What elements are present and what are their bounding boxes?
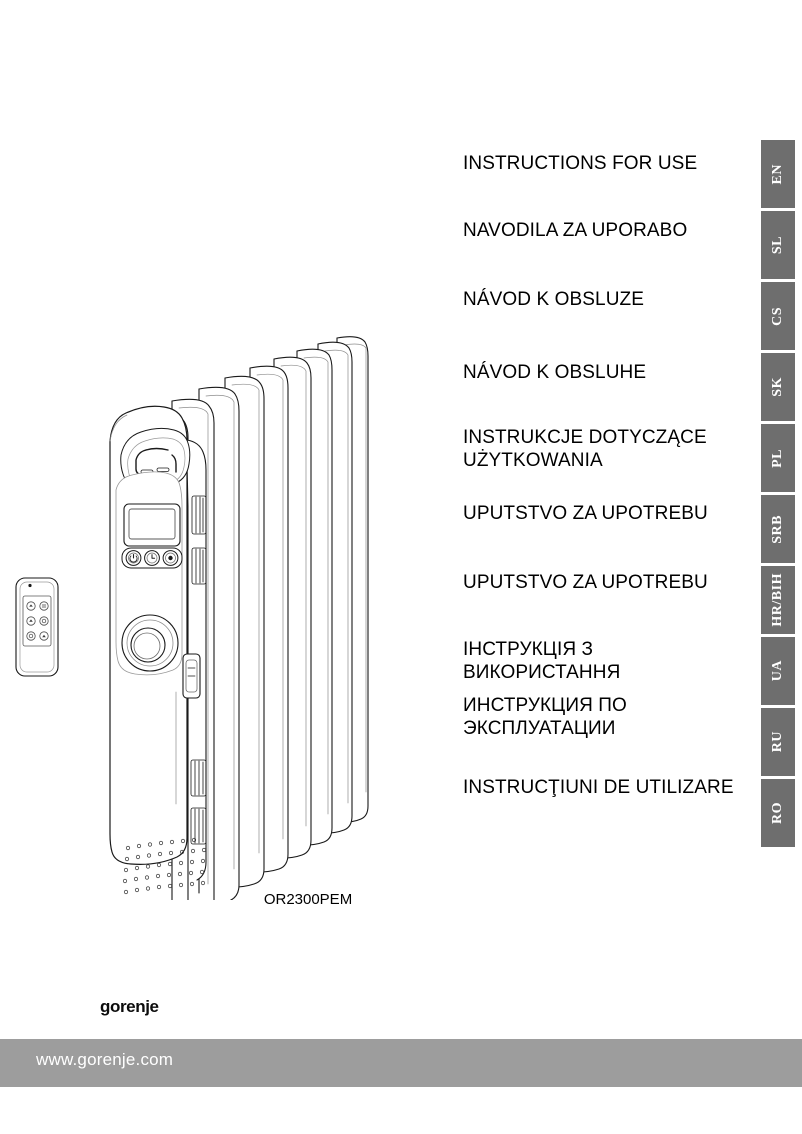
display-screen [123,503,181,547]
language-tab-srb[interactable]: SRB [761,495,795,563]
vent-grille [122,837,207,895]
language-tab-label: SRB [770,514,785,544]
title-item-sl: NAVODILA ZA UPORABO [463,219,753,242]
language-tab-ro[interactable]: RO [761,779,795,847]
instruction-title-list: INSTRUCTIONS FOR USE NAVODILA ZA UPORABO… [463,152,753,799]
language-tab-label: PL [770,448,785,468]
title-item-pl: INSTRUKCJE DOTYCZĄCE UŻYTKOWANIA [463,426,753,472]
language-tab-label: SK [770,377,785,397]
language-tab-hrbih[interactable]: HR/BIH [761,566,795,634]
title-item-ua: ІНСТРУКЦІЯ З ВИКОРИСТАННЯ [463,638,753,684]
title-line: ЭКСПЛУАТАЦИИ [463,718,616,739]
title-line: NÁVOD K OBSLUZE [463,289,644,310]
title-item-srb: UPUTSTVO ZA UPOTREBU [463,502,753,525]
title-line: ИНСТРУКЦИЯ ПО [463,695,627,716]
mode-button [162,550,179,566]
control-panel [115,471,183,676]
language-tab-ru[interactable]: RU [761,708,795,776]
language-tab-ua[interactable]: UA [761,637,795,705]
language-tab-label: HR/BIH [770,573,785,627]
product-illustration [0,300,440,900]
language-tab-label: RU [770,731,785,753]
side-vents [190,495,207,845]
radiator-fins [144,336,369,900]
language-tab-sk[interactable]: SK [761,353,795,421]
title-line: ВИКОРИСТАННЯ [463,662,621,683]
cable-connector [182,653,201,699]
language-tab-strip: EN SL CS SK PL SRB HR/BIH UA RU RO [761,140,795,847]
language-tab-label: CS [770,306,785,326]
title-line: INSTRUKCJE DOTYCZĄCE [463,427,707,448]
model-number-label: OR2300PEM [263,891,353,908]
language-tab-cs[interactable]: CS [761,282,795,350]
thermostat-knob [121,614,179,672]
title-line: UPUTSTVO ZA UPOTREBU [463,572,708,593]
language-tab-label: EN [770,163,785,185]
gorenje-logo: gorenje [100,997,159,1016]
title-item-sk: NÁVOD K OBSLUHE [463,361,753,384]
timer-button [144,550,160,566]
title-item-en: INSTRUCTIONS FOR USE [463,152,753,175]
title-line: INSTRUCTIONS FOR USE [463,153,698,174]
language-tab-en[interactable]: EN [761,140,795,208]
title-line: INSTRUCŢIUNI DE UTILIZARE [463,777,734,798]
language-tab-label: SL [770,235,785,255]
language-tab-label: UA [770,660,785,682]
language-tab-label: RO [770,802,785,824]
remote-control-icon [15,577,59,677]
title-item-ru: ИНСТРУКЦИЯ ПО ЭКСПЛУАТАЦИИ [463,694,753,740]
title-line: ІНСТРУКЦІЯ З [463,639,594,660]
title-line: UŻYTKOWANIA [463,450,603,471]
website-url: www.gorenje.com [36,1050,174,1069]
title-item-cs: NÁVOD K OBSLUZE [463,288,753,311]
language-tab-sl[interactable]: SL [761,211,795,279]
title-item-ro: INSTRUCŢIUNI DE UTILIZARE [463,776,753,799]
title-line: UPUTSTVO ZA UPOTREBU [463,503,708,524]
footer-bar [0,1039,802,1087]
title-item-hrbih: UPUTSTVO ZA UPOTREBU [463,571,753,594]
power-button [125,550,142,566]
title-line: NAVODILA ZA UPORABO [463,220,688,241]
title-line: NÁVOD K OBSLUHE [463,362,647,383]
language-tab-pl[interactable]: PL [761,424,795,492]
